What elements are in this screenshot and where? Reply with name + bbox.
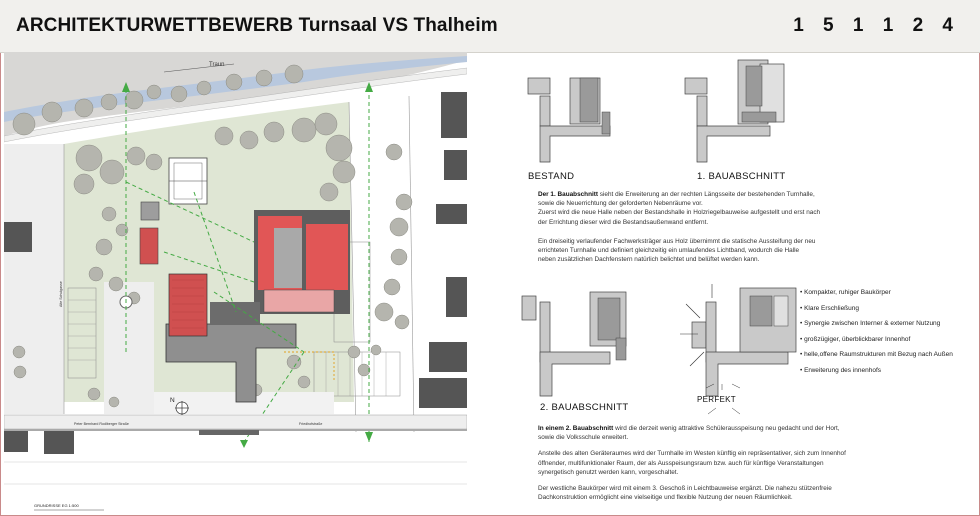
diagram-phase2 [521,291,627,397]
new-hall [306,224,348,290]
north-arrow [175,401,189,415]
phase-diagrams [521,59,797,415]
label-phase2: 2. BAUABSCHNITT [540,402,629,413]
feature-item: • großzügiger, überblickbarer Innenhof [800,335,911,343]
competition-code: 1 5 1 1 2 4 [793,15,960,36]
text-phase1-bold: Der 1. Bauabschnitt [538,191,599,198]
neighbor-building [441,92,467,138]
label-bestand: BESTAND [528,171,575,182]
feature-item: • helle,offene Raumstrukturen mit Bezug … [800,351,953,358]
poster-header: ARCHITEKTURWETTBEWERB Turnsaal VS Thalhe… [0,0,980,53]
text-line: neben zusätzlichen Dachfenstern natürlic… [538,256,760,264]
text-line: sowie die Neuerrichtung der geforderten … [538,200,703,208]
label-phase1: 1. BAUABSCHNITT [697,171,786,182]
feature-item: • Klare Erschließung [800,304,859,312]
text-phase1: Der 1. Bauabschnitt sieht die Erweiterun… [538,190,828,264]
text-line: Dachkonstruktion ermöglicht eine vielsei… [538,494,793,502]
label-perfekt: PERFEKT [697,395,736,404]
feature-item: • Synergie zwischen Interner & externer … [800,320,941,327]
side-street-label: Alte Schulgasse [59,281,63,307]
plan-scale-label: GRUNDRISSE EG 1:500 [34,503,79,508]
feature-item: • Erweiterung des innenhofs [800,366,882,374]
school-wing-red [168,273,208,337]
feature-list: • Kompakter, ruhiger Baukörper • Klare E… [800,285,978,378]
new-annex [139,227,159,265]
text-phase2-bold: In einem 2. Bauabschnitt [538,425,614,432]
text-line: synergetisch genutzt werden kann, vorges… [538,468,679,476]
text-line: Der westliche Baukörper wird mit einem 3… [538,485,832,493]
poster-title: ARCHITEKTURWETTBEWERB Turnsaal VS Thalhe… [16,15,498,36]
feature-item: • Kompakter, ruhiger Baukörper [800,289,891,296]
text-line: sieht die Erweiterung an der rechten Län… [598,191,815,198]
text-line: Zuerst wird die neue Halle neben der Bes… [538,209,821,217]
diagram-perfekt [680,284,797,415]
text-line: sowie die Volksschule erweitert. [538,434,629,442]
north-label: N [170,397,175,404]
text-line: wird die derzeit wenig attraktive Schüle… [613,425,840,432]
diagram-phase1 [684,59,785,163]
school-building [165,323,297,403]
text-line: öffnender, multifunktionaler Raum, der a… [538,459,824,467]
text-line: der Errichtung dieser wird die Bestandsa… [538,218,709,226]
site-plan: Traun [4,52,467,514]
street-label: Peter Bernhard Rodlberger Straße [74,422,129,426]
trees [12,64,413,408]
street-label-right: Friedhofstraße [299,422,322,426]
text-line: errichteten Turnhalle und definiert glei… [538,247,800,255]
text-line: Anstelle des alten Geräteraumes wird der… [538,450,846,458]
river-label: Traun [209,62,224,68]
diagram-bestand [527,77,611,163]
text-phase2: In einem 2. Bauabschnitt wird die derzei… [538,424,878,502]
circulation-arrows [125,92,370,443]
text-line: Ein dreiseitig verlaufender Fachwerksträ… [538,237,816,245]
